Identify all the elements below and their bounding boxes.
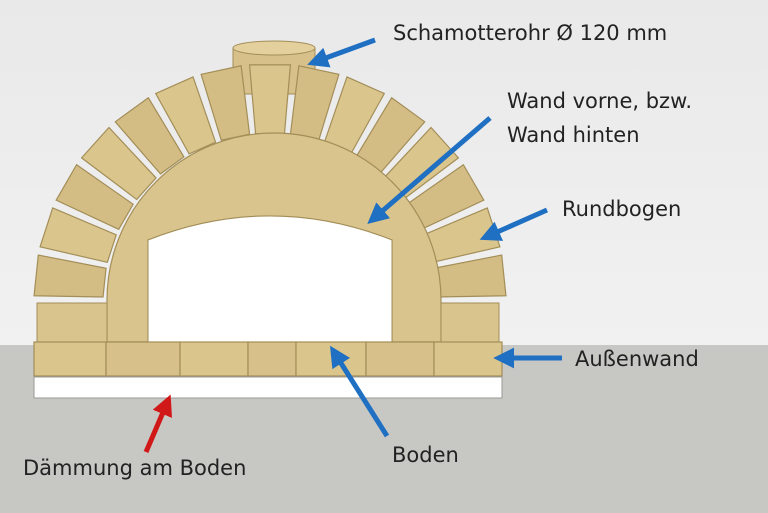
base-brick bbox=[33, 341, 107, 377]
arrow-icon bbox=[330, 345, 390, 438]
arch-brick bbox=[248, 64, 292, 135]
arch-brick bbox=[80, 126, 157, 201]
arrow-icon bbox=[143, 394, 172, 453]
arrow-icon bbox=[367, 116, 492, 224]
arch-brick bbox=[39, 207, 117, 264]
outer-wall-upper-course bbox=[36, 302, 500, 343]
label-outer-wall: Außenwand bbox=[575, 347, 699, 371]
base-brick bbox=[179, 341, 249, 377]
arrow-icon bbox=[479, 207, 549, 241]
label-arch: Rundbogen bbox=[562, 197, 682, 221]
base-brick-course bbox=[33, 341, 503, 377]
label-wall-line1: Wand vorne, bzw. bbox=[507, 89, 693, 113]
arrow-icon bbox=[307, 37, 376, 68]
base-brick bbox=[295, 341, 367, 377]
label-wall-line2: Wand hinten bbox=[507, 123, 640, 147]
base-brick bbox=[105, 341, 181, 377]
arch-brick bbox=[33, 254, 107, 298]
label-chimney: Schamotterohr Ø 120 mm bbox=[393, 21, 668, 45]
base-brick bbox=[247, 341, 297, 377]
oven-opening bbox=[147, 215, 393, 343]
outer-arch-bricks bbox=[33, 64, 507, 298]
insulation-slab bbox=[33, 376, 503, 399]
arch-brick bbox=[154, 76, 217, 155]
label-floor: Boden bbox=[392, 443, 459, 467]
base-brick bbox=[433, 341, 503, 377]
base-brick bbox=[365, 341, 435, 377]
arch-brick bbox=[55, 163, 134, 231]
arch-brick bbox=[114, 96, 185, 175]
label-insulation: Dämmung am Boden bbox=[23, 456, 247, 480]
